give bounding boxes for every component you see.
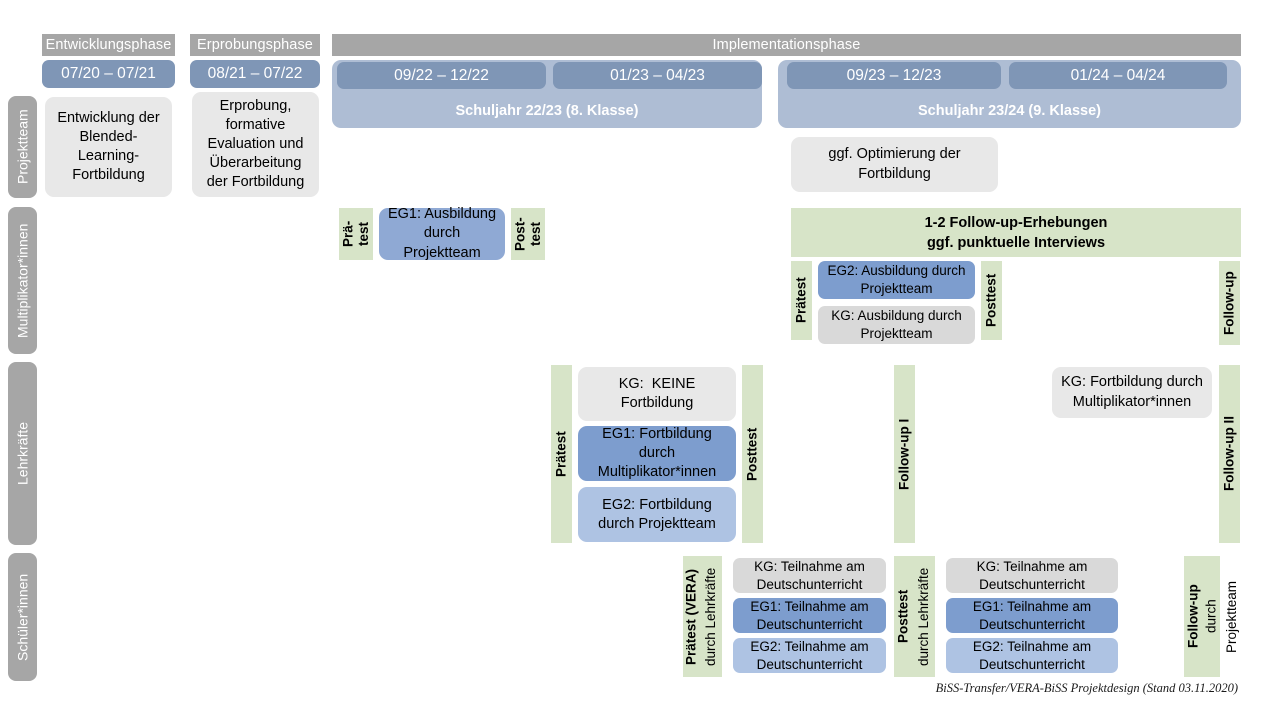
lehrkraefte-kg-keine-box: KG: KEINE Fortbildung — [578, 367, 736, 421]
projektteam-optimierung-box: ggf. Optimierung der Fortbildung — [791, 137, 998, 192]
phase-bar-entwicklungsphase: Entwicklungsphase — [42, 34, 175, 56]
phase-bar-erprobungsphase: Erprobungsphase — [190, 34, 320, 56]
multiplikatorinnen-posttest-left: Post- test — [511, 208, 545, 260]
lehrkraefte-eg1-box: EG1: Fortbildung durch Multiplikator*inn… — [578, 426, 736, 481]
multiplikatorinnen-followup-column: Follow-up — [1219, 261, 1240, 345]
multiplikatorinnen-praetest-left: Prä- test — [339, 208, 373, 260]
lehrkraefte-eg2-box: EG2: Fortbildung durch Projektteam — [578, 487, 736, 542]
row-label-multiplikatorinnen: Multiplikator*innen — [8, 207, 37, 354]
period-box-0124-0424: 01/24 – 04/24 — [1009, 62, 1227, 89]
period-box-0923-1223: 09/23 – 12/23 — [787, 62, 1001, 89]
lehrkraefte-posttest-column: Posttest — [742, 365, 763, 543]
period-box-0821-0722: 08/21 – 07/22 — [190, 60, 320, 88]
lehrkraefte-followup1-column: Follow-up I — [894, 365, 915, 543]
schuelerinnen-right-eg1-box: EG1: Teilnahme am Deutschunterricht — [946, 598, 1118, 633]
schuelerinnen-praetest-vera-column: Prätest (VERA) — [683, 556, 700, 677]
multiplikatorinnen-eg1-box: EG1: Ausbildung durch Projektteam — [379, 206, 505, 261]
schuelerinnen-left-kg-box: KG: Teilnahme am Deutschunterricht — [733, 558, 886, 593]
period-box-0922-1222: 09/22 – 12/22 — [337, 62, 546, 89]
schuelerinnen-left-eg1-box: EG1: Teilnahme am Deutschunterricht — [733, 598, 886, 633]
lehrkraefte-followup2-column: Follow-up II — [1219, 365, 1240, 543]
lehrkraefte-praetest-column: Prätest — [551, 365, 572, 543]
schuelerinnen-right-kg-box: KG: Teilnahme am Deutschunterricht — [946, 558, 1118, 593]
row-label-projektteam: Projektteam — [8, 96, 37, 198]
phase-bar-implementationsphase: Implementationsphase — [332, 34, 1241, 56]
schuelerinnen-left-eg2-box: EG2: Teilnahme am Deutschunterricht — [733, 638, 886, 673]
schuelerinnen-followup-column: Follow-up — [1184, 556, 1203, 677]
multiplikatorinnen-kg-box: KG: Ausbildung durch Projektteam — [818, 306, 975, 344]
projektteam-entwicklung-box: Entwicklung der Blended- Learning- Fortb… — [45, 97, 172, 197]
footer-source-note: BiSS-Transfer/VERA-BiSS Projektdesign (S… — [935, 681, 1238, 695]
multiplikatorinnen-posttest-right: Posttest — [981, 261, 1002, 340]
schuelerinnen-followup-subcolumn: durch — [1203, 556, 1220, 677]
projektteam-erprobung-box: Erprobung, formative Evaluation und Über… — [192, 92, 319, 197]
schuelerinnen-followup-subcolumn-2: Projektteam — [1224, 580, 1240, 653]
schuelerinnen-praetest-vera-subcolumn: durch Lehrkräfte — [700, 556, 722, 677]
period-box-0123-0423: 01/23 – 04/23 — [553, 62, 762, 89]
schuelerinnen-posttest-column: Posttest — [894, 556, 913, 677]
lehrkraefte-kg-fortbildung-box: KG: Fortbildung durch Multiplikator*inne… — [1052, 367, 1212, 418]
schuelerinnen-posttest-subcolumn: durch Lehrkräfte — [913, 556, 935, 677]
multiplikatorinnen-praetest-right: Prätest — [791, 261, 812, 340]
row-label-schuelerinnen: Schüler*innen — [8, 553, 37, 681]
multiplikatorinnen-eg2-box: EG2: Ausbildung durch Projektteam — [818, 261, 975, 299]
multiplikatorinnen-followup-band: 1-2 Follow-up-Erhebungen ggf. punktuelle… — [791, 208, 1241, 257]
row-label-lehrkraefte: Lehrkräfte — [8, 362, 37, 545]
schuelerinnen-right-eg2-box: EG2: Teilnahme am Deutschunterricht — [946, 638, 1118, 673]
period-box-0720-0721: 07/20 – 07/21 — [42, 60, 175, 88]
